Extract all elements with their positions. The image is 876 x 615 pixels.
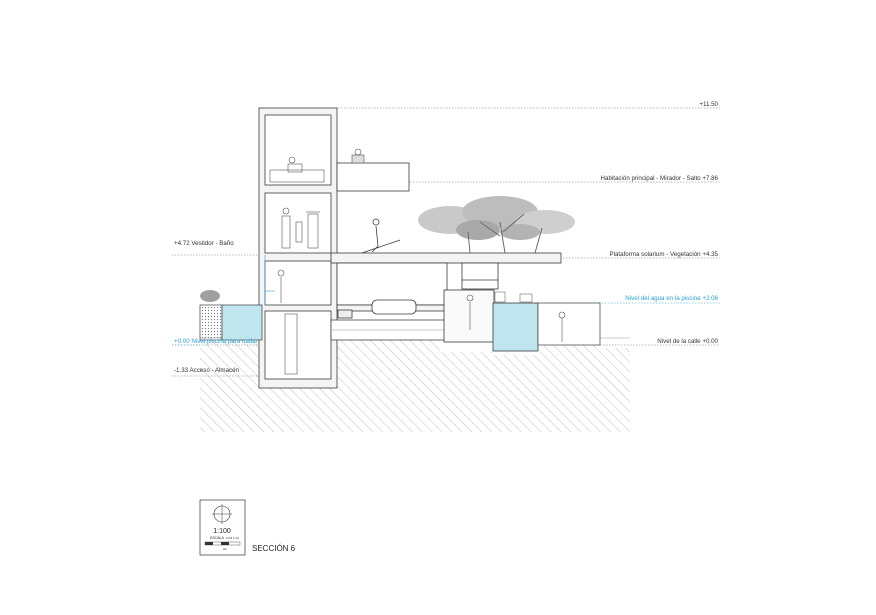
- level-access-label: -1.33 Acceso - Almacén: [174, 367, 240, 374]
- scale-label: ESCALA: [210, 536, 224, 540]
- tower: [258, 107, 410, 389]
- level-solarium-label: Plataforma solarium - Vegetación +4.35: [609, 251, 718, 258]
- tower-figures: [277, 269, 298, 375]
- scale-ratio: 1:100: [213, 528, 231, 535]
- level-bedroom-label: Habitación principal - Mirador - Salto +…: [601, 175, 719, 182]
- trees: [418, 196, 575, 254]
- level-swim-pool-label: +0.00 Nivel piscina para nadar: [174, 338, 258, 345]
- drawing-title: SECCIÓN 6: [252, 544, 296, 553]
- level-street-label: Nivel de la calle +0.00: [657, 338, 718, 345]
- level-dressing-label: +4.72 Vestidor - Baño: [174, 240, 234, 247]
- street-pool: [443, 289, 601, 352]
- scale-box: 1:100 ESCALA 0 0.5 1 2m 2m: [199, 499, 246, 556]
- living-level: [330, 262, 499, 341]
- scale-bar-mark: 2m: [223, 547, 228, 551]
- scale-sub: 0 0.5 1 2m: [226, 536, 240, 540]
- lap-pool: [199, 290, 263, 341]
- blue-markers: [264, 255, 275, 305]
- level-lines-blue: [172, 302, 720, 346]
- dressing-furniture: [281, 207, 320, 249]
- level-pool-water-label: Nivel del agua en la piscina +2.06: [625, 295, 718, 302]
- bedroom-furniture: [269, 148, 365, 183]
- level-top-label: +11.50: [699, 101, 718, 108]
